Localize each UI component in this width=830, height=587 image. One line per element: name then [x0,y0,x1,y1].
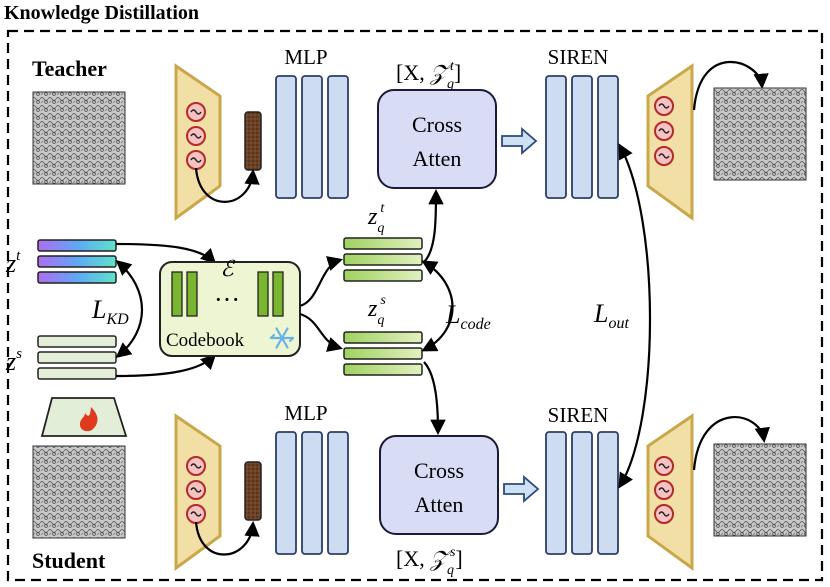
l-kd-label: LKD [91,295,129,328]
svg-text:Atten: Atten [415,492,464,517]
sine-icon [654,504,674,524]
quantized-student-stack [343,331,423,376]
hollow-arrow-icon [503,475,540,503]
codebook: ℰ ··· Codebook [159,256,301,357]
siren-label-bottom: SIREN [548,403,609,427]
sine-icon [186,102,206,122]
quantized-teacher-stack [343,237,423,282]
student-decoder [646,413,694,571]
cross-atten-bottom: Cross Atten [379,435,499,535]
sine-icon [654,121,674,141]
zs-label: zs [5,346,22,376]
student-feature-bar [244,461,262,521]
teacher-decoder [646,63,694,221]
mlp-label-top: MLP [284,45,327,69]
cross-atten-top: Cross Atten [377,89,497,189]
sine-icon [186,126,206,146]
teacher-feature-bar [244,111,262,171]
sine-icon [186,504,206,524]
zt-label: zt [5,248,21,278]
teacher-input-image [32,91,126,185]
zqt-label: zqt [367,201,385,236]
sine-icon [186,480,206,500]
siren-label-top: SIREN [548,45,609,69]
student-output-image [713,443,807,537]
sine-icon [186,456,206,476]
student-mlp [275,431,349,555]
fire-icon [40,397,128,437]
sine-icon [654,480,674,500]
svg-text:ℰ: ℰ [220,256,236,281]
snowflake-icon [269,327,295,349]
student-input-image [32,445,126,539]
l-code-label: Lcode [445,300,491,333]
hollow-arrow-icon [501,127,538,155]
sine-icon [654,456,674,476]
student-latent-stack [37,335,117,380]
teacher-output-image [713,87,807,181]
cross-input-label-bottom: [X, 𝒵qs] [396,545,463,578]
teacher-mlp [275,75,349,199]
student-siren [545,431,619,555]
teacher-siren [545,75,619,199]
teacher-label: Teacher [32,56,107,81]
sine-icon [186,150,206,170]
cross-input-label-top: [X, 𝒵qt] [396,59,461,92]
mlp-label-bottom: MLP [284,401,327,425]
svg-text:···: ··· [214,285,240,314]
svg-text:Codebook: Codebook [166,330,245,351]
sine-icon [654,146,674,166]
zqs-label: zqs [367,293,386,328]
svg-text:Cross: Cross [412,112,462,137]
dashed-frame [6,29,824,582]
svg-text:Atten: Atten [413,146,462,171]
teacher-latent-stack [37,239,117,284]
student-encoder [174,413,222,571]
l-out-label: Lout [593,299,629,332]
diagram-title: Knowledge Distillation [4,2,199,24]
svg-text:Cross: Cross [414,458,464,483]
teacher-encoder [174,63,222,221]
student-label: Student [32,548,106,573]
sine-icon [654,96,674,116]
